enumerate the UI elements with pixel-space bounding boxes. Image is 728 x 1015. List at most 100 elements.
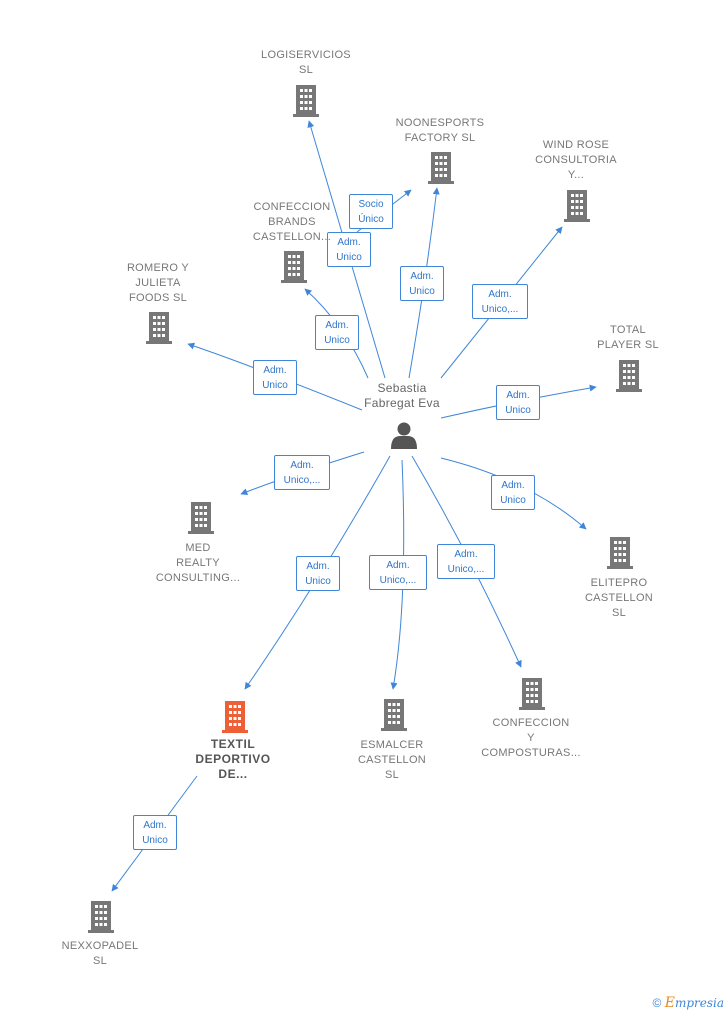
company-name-line: LOGISERVICIOS [261, 49, 351, 61]
company-name-line: NOONESPORTS [395, 117, 485, 129]
relation-label-line: Adm. [410, 271, 434, 282]
relation-label-line: Adm. [488, 289, 512, 300]
building-icon[interactable] [428, 152, 454, 184]
copyright-symbol: © [652, 996, 662, 1010]
company-name-elitepro[interactable]: ELITEPRO CASTELLON SL [549, 576, 689, 621]
relation-label-line: Unico [336, 252, 362, 263]
company-name-line: ESMALCER [360, 739, 424, 751]
relation-label-line: Adm. [306, 561, 330, 572]
company-name-line: CASTELLON... [252, 231, 332, 243]
relation-label-line: Unico [500, 495, 526, 506]
relation-label-confeccionbrands[interactable]: Adm. Unico [315, 315, 359, 350]
company-name-line: CONSULTORIA [535, 154, 617, 166]
company-name-line: Y... [567, 169, 585, 181]
company-name-line: SL [611, 607, 627, 619]
company-name-line: CASTELLON [357, 754, 427, 766]
building-icon[interactable] [607, 537, 633, 569]
relation-label-line: Adm. [386, 560, 410, 571]
building-icon[interactable] [381, 699, 407, 731]
company-name-totalplayer[interactable]: TOTAL PLAYER SL [558, 323, 698, 353]
company-name-line: ROMERO Y [126, 262, 190, 274]
relation-label-nexxopadel[interactable]: Adm.Unico [133, 815, 177, 850]
relation-label-line: Adm. [454, 549, 478, 560]
company-name-line: CONSULTING... [155, 572, 241, 584]
company-name-line: COMPOSTURAS... [481, 747, 581, 759]
company-name-line: DE... [218, 767, 248, 781]
company-name-line: FACTORY SL [404, 132, 476, 144]
building-icon[interactable] [616, 360, 642, 392]
company-name-line: FOODS SL [128, 292, 188, 304]
company-name-line: SL [384, 769, 400, 781]
relation-label-totalplayer[interactable]: Adm. Unico [496, 385, 540, 420]
building-icon[interactable] [519, 678, 545, 710]
company-name-line: MED [185, 542, 211, 554]
building-icon[interactable] [293, 85, 319, 117]
brand-name: mpresia [674, 996, 724, 1010]
relation-label-line: Unico [505, 405, 531, 416]
company-name-line: ELITEPRO [590, 577, 648, 589]
relation-label-line: Único [358, 214, 384, 225]
building-icon[interactable] [88, 901, 114, 933]
company-name-noonesports[interactable]: NOONESPORTS FACTORY SL [370, 116, 510, 146]
relation-label-romero[interactable]: Adm.Unico [253, 360, 297, 395]
relation-label-line: Socio [358, 199, 384, 210]
relation-label-line: Unico,... [481, 304, 519, 315]
company-name-line: JULIETA [135, 277, 181, 289]
company-name-windrose[interactable]: WIND ROSE CONSULTORIA Y... [506, 138, 646, 183]
company-name-line: CONFECCION [492, 717, 570, 729]
relation-label-esmalcer[interactable]: Adm. Unico,... [369, 555, 427, 590]
relation-label-confeccioncomp[interactable]: Adm. Unico,... [437, 544, 495, 579]
company-name-confeccionbrands[interactable]: CONFECCION BRANDS CASTELLON... [232, 200, 352, 245]
relation-label-line: Unico,... [447, 564, 485, 575]
relation-label-line: Unico [305, 576, 331, 587]
building-icon[interactable] [146, 312, 172, 344]
relation-label-line: Adm. [337, 237, 361, 248]
company-name-line: BRANDS [268, 216, 316, 228]
company-name-line: CASTELLON [584, 592, 654, 604]
relation-label-line: Unico [409, 286, 435, 297]
company-name-line: SL [92, 955, 108, 967]
relation-label-line: Unico [324, 335, 350, 346]
person-icon[interactable] [391, 422, 417, 450]
relation-label-line: Unico,... [379, 575, 417, 586]
company-name-line: REALTY [176, 557, 220, 569]
building-icon[interactable] [564, 190, 590, 222]
empresia-watermark: © Empresia [653, 995, 724, 1011]
relation-label-logiservicios[interactable]: Adm. Unico [327, 232, 371, 267]
relation-label-line: Unico,... [283, 475, 321, 486]
relation-label-elitepro[interactable]: Adm. Unico [491, 475, 535, 510]
person-name-line: Fabregat Eva [364, 396, 440, 410]
company-name-nexxopadel[interactable]: NEXXOPADEL SL [30, 939, 170, 969]
company-name-line: Y [527, 732, 535, 744]
company-name-line: PLAYER SL [597, 339, 659, 351]
building-icon[interactable] [281, 251, 307, 283]
relation-label-line: Adm. [325, 320, 349, 331]
relation-label-windrose[interactable]: Adm. Unico,... [472, 284, 528, 319]
company-name-line: WIND ROSE [542, 139, 610, 151]
company-name-line: CONFECCION [253, 201, 331, 213]
company-name-confeccioncomp[interactable]: CONFECCION Y COMPOSTURAS... [461, 716, 601, 761]
relation-label-textil[interactable]: Adm. Unico [296, 556, 340, 591]
relation-label-line: Adm. [263, 365, 287, 376]
company-name-esmalcer[interactable]: ESMALCER CASTELLON SL [322, 738, 462, 783]
company-name-line: TEXTIL [210, 737, 256, 751]
relation-label-line: Adm. [290, 460, 314, 471]
building-icon[interactable] [188, 502, 214, 534]
company-name-line: TOTAL [610, 324, 646, 336]
relation-label-line: Adm. [501, 480, 525, 491]
building-icon[interactable] [222, 701, 248, 733]
brand-initial: E [664, 995, 675, 1011]
person-name-line: Sebastia [377, 381, 427, 395]
company-name-line: NEXXOPADEL [61, 940, 139, 952]
company-name-med[interactable]: MED REALTY CONSULTING... [128, 541, 268, 586]
company-name-line: DEPORTIVO [195, 752, 271, 766]
company-name-romero[interactable]: ROMERO Y JULIETA FOODS SL [88, 261, 228, 306]
relation-label-line: Adm. [506, 390, 530, 401]
relation-label-noonesports[interactable]: Adm. Unico [400, 266, 444, 301]
relation-label-med[interactable]: Adm. Unico,... [274, 455, 330, 490]
relation-label-line: Adm. [143, 820, 167, 831]
